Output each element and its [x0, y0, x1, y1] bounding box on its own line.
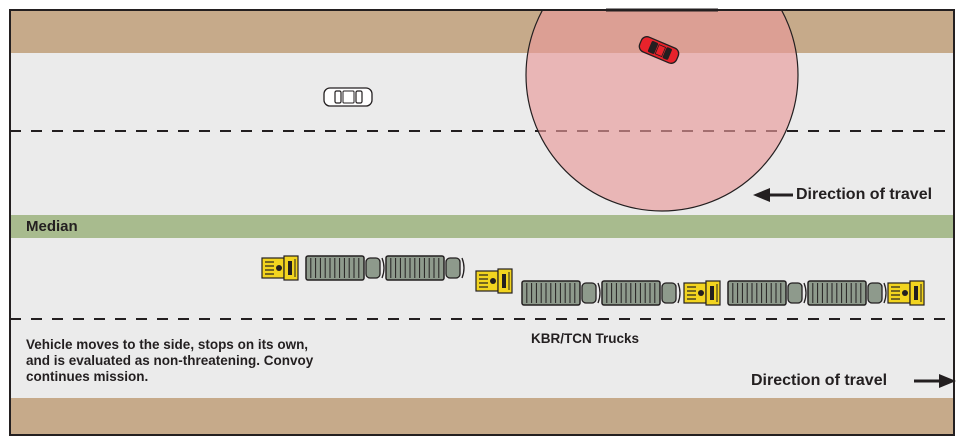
truck-cab-icon — [261, 255, 299, 281]
convoy — [261, 255, 925, 306]
trailer-icon — [385, 255, 465, 281]
scenario-note: Vehicle moves to the side, stops on its … — [26, 337, 313, 385]
scenario-note-line-1: Vehicle moves to the side, stops on its … — [26, 337, 309, 352]
truck-cab-icon — [475, 268, 513, 294]
direction-label-lower: Direction of travel — [751, 372, 888, 389]
trucks-label: KBR/TCN Trucks — [531, 331, 640, 346]
median-label: Median — [26, 218, 78, 235]
civilian-car-icon — [323, 87, 373, 107]
trailer-icon — [305, 255, 385, 281]
red-car-icon — [638, 36, 680, 64]
truck-cab-icon — [887, 280, 925, 306]
trailer-icon — [521, 280, 601, 306]
direction-left-arrow-icon — [753, 188, 793, 202]
upper-shoulder — [10, 10, 954, 53]
lower-shoulder — [10, 398, 954, 435]
trailer-icon — [727, 280, 807, 306]
median-strip — [10, 215, 954, 238]
direction-label-upper: Direction of travel — [796, 186, 933, 203]
trailer-icon — [601, 280, 681, 306]
direction-right-arrow-icon — [914, 374, 956, 388]
scenario-note-line-2: and is evaluated as non-threatening. Con… — [26, 353, 314, 368]
diagram-frame — [9, 9, 955, 436]
threat-zone — [525, 10, 799, 212]
truck-cab-icon — [683, 280, 721, 306]
scenario-note-line-3: continues mission. — [26, 369, 149, 384]
trailer-icon — [807, 280, 887, 306]
